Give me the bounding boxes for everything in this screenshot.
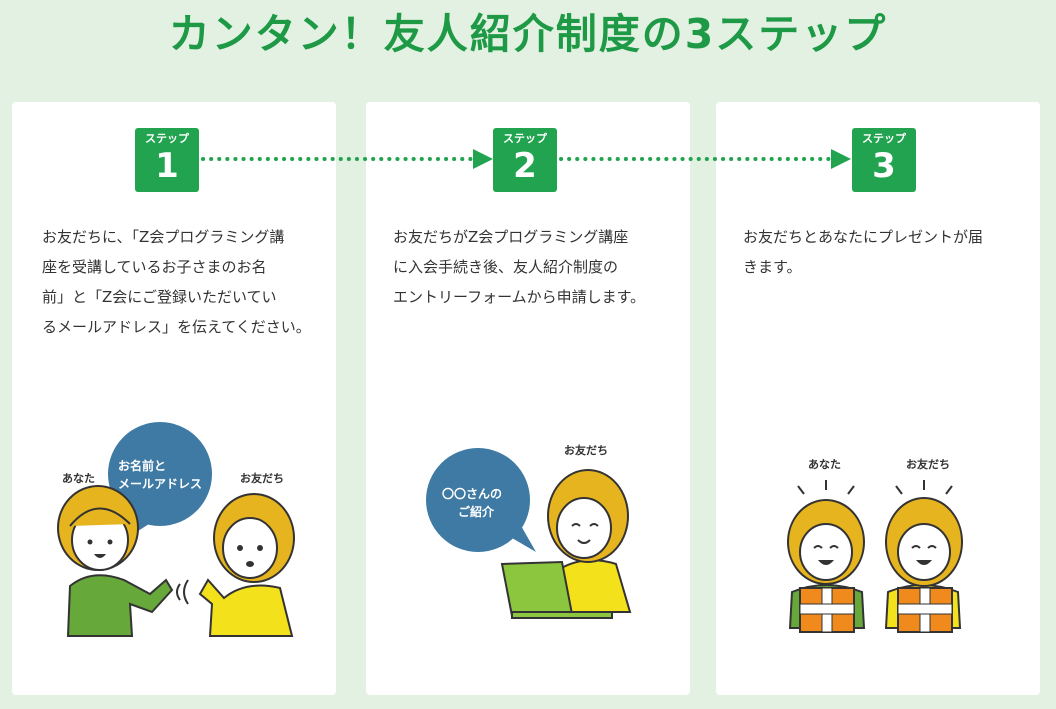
- label-friend: お友だち: [906, 457, 950, 471]
- dotted-arrow-icon: [201, 149, 493, 169]
- step-number: 3: [872, 146, 896, 186]
- gift-box-icon: [897, 587, 953, 633]
- dotted-arrow-icon: [559, 149, 851, 169]
- step-number: 1: [155, 146, 179, 186]
- step-badge-3: ステップ 3: [852, 128, 916, 192]
- illustration-step-2: 〇〇さんの ご紹介 お友だち: [426, 443, 632, 619]
- label-friend: お友だち: [240, 471, 284, 485]
- step-number: 2: [513, 146, 537, 186]
- person-friend-icon: [547, 469, 632, 613]
- label-friend: お友だち: [564, 443, 608, 457]
- bubble-text-line1: お名前と: [118, 458, 166, 473]
- bubble-text-line1: 〇〇さんの: [442, 486, 502, 501]
- step-description-1: お友だちに、「Z会プログラミング講 座を受講しているお子さまのお名 前」と「Z会…: [42, 228, 311, 336]
- bubble-text-line2: メールアドレス: [118, 477, 202, 491]
- step-badge-label: ステップ: [145, 132, 189, 145]
- step-description-2: お友だちがZ会プログラミング講座 に入会手続き後、友人紹介制度の エントリーフォ…: [393, 228, 646, 306]
- step-card-3: [716, 102, 1040, 695]
- laptop-icon: [500, 560, 613, 619]
- page-title: カンタン！友人紹介制度の3ステップ: [168, 10, 888, 58]
- step-badge-label: ステップ: [503, 132, 547, 145]
- gift-box-icon: [799, 587, 855, 633]
- sparkle-lines: [797, 480, 953, 495]
- label-you: あなた: [808, 458, 841, 471]
- bubble-text-line2: ご紹介: [458, 504, 495, 519]
- step-badge-1: ステップ 1: [135, 128, 199, 192]
- illustration-step-3: あなた お友だち: [787, 457, 963, 633]
- person-you-icon: [57, 485, 174, 637]
- step-badge-label: ステップ: [862, 132, 906, 145]
- label-you: あなた: [62, 472, 95, 485]
- speech-bubble: 〇〇さんの ご紹介: [426, 448, 536, 552]
- illustration-step-1: お名前と メールアドレス あなた お友だち: [57, 422, 295, 637]
- person-friend-icon: [176, 493, 295, 637]
- step-description-3: お友だちとあなたにプレゼントが届 きます。: [743, 228, 984, 276]
- step-badge-2: ステップ 2: [493, 128, 557, 192]
